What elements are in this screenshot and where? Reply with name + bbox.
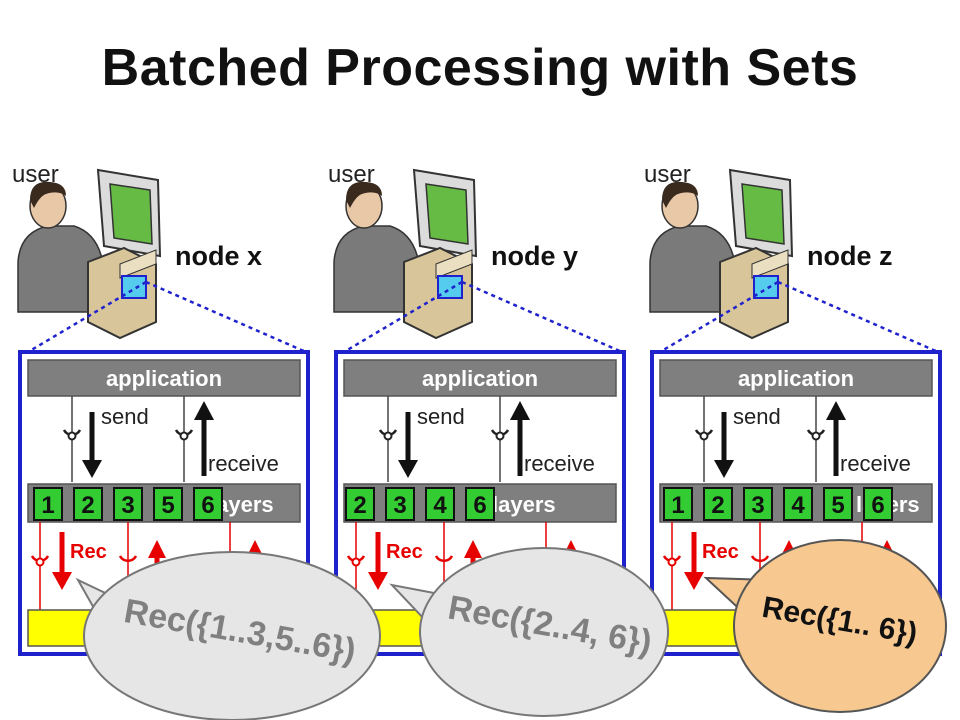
number-box [425,487,455,521]
number-value: 6 [871,492,884,519]
node-name: node y [491,241,578,271]
send-socket-icon [378,429,398,441]
application-label: application [738,366,854,391]
rec-arrow-head [52,572,72,590]
zoom-line-right [461,280,623,354]
speech-bubble-y: Rec({2..4, 6}) [389,547,669,717]
number-box [73,487,103,521]
number-value: 3 [121,492,134,519]
zoom-line-right [145,280,307,354]
receive-arrow-head [194,401,214,420]
rec-socket-icon [662,555,682,567]
server-tower-icon [403,246,473,340]
application-bar [343,359,617,397]
number-box [465,487,495,521]
number-box [33,487,63,521]
rec-label: Rec [702,541,739,563]
slide-title: Batched Processing with Sets [101,39,859,97]
receive-socket-icon [490,429,510,441]
layers-label: layers [492,492,556,517]
number-value: 4 [791,492,805,519]
number-boxes: 2 3 4 6 [345,487,495,521]
send-arrow-head [714,460,734,478]
user-person-icon [17,181,105,313]
number-value: 5 [161,492,174,519]
send-arrow-head [82,460,102,478]
number-value: 2 [81,492,94,519]
send-label: send [733,404,781,429]
receive-arrow-head [826,401,846,420]
number-box [113,487,143,521]
speech-bubble-x: Rec({1..3,5..6}) [75,551,381,720]
speech-bubble-z: Rec({1.. 6}) [703,539,947,713]
number-value: 3 [393,492,406,519]
number-box [345,487,375,521]
number-value: 1 [41,492,54,519]
number-value: 5 [831,492,844,519]
rec-label: Rec [70,541,107,563]
application-label: application [106,366,222,391]
number-box [743,487,773,521]
number-value: 2 [353,492,366,519]
server-tower-icon [87,246,157,340]
node-x-group: user node x [12,161,310,656]
rec-arrow-head [368,572,388,590]
computer-monitor-icon [412,168,478,258]
zoom-line-left [343,280,463,354]
zoom-line-left [27,280,147,354]
receive-socket-icon [806,429,826,441]
number-box [663,487,693,521]
zoom-line-right [777,280,939,354]
number-value: 3 [751,492,764,519]
send-socket-icon [62,429,82,441]
number-boxes: 1 2 3 4 5 6 [663,487,893,521]
server-tower-icon [719,246,789,340]
computer-monitor-icon [728,168,794,258]
number-box [783,487,813,521]
node-name: node x [175,241,262,271]
application-label: application [422,366,538,391]
node-name: node z [807,241,893,271]
rec-socket-icon [30,555,50,567]
rec-arrow-head [684,572,704,590]
number-box [385,487,415,521]
number-box [703,487,733,521]
send-label: send [101,404,149,429]
send-label: send [417,404,465,429]
number-value: 2 [711,492,724,519]
number-boxes: 1 2 3 5 6 [33,487,223,521]
receive-label: receive [840,451,911,476]
receive-arrow-head [510,401,530,420]
number-box [863,487,893,521]
rec-label: Rec [386,541,423,563]
receive-socket-icon [174,429,194,441]
number-box [153,487,183,521]
receive-label: receive [208,451,279,476]
zoom-line-left [659,280,779,354]
number-value: 1 [671,492,684,519]
number-value: 6 [473,492,486,519]
application-bar [659,359,933,397]
rec-socket-icon [346,555,366,567]
receive-label: receive [524,451,595,476]
number-value: 4 [433,492,447,519]
number-box [193,487,223,521]
computer-monitor-icon [96,168,162,258]
number-box [823,487,853,521]
application-bar [27,359,301,397]
send-arrow-head [398,460,418,478]
send-socket-icon [694,429,714,441]
number-value: 6 [201,492,214,519]
